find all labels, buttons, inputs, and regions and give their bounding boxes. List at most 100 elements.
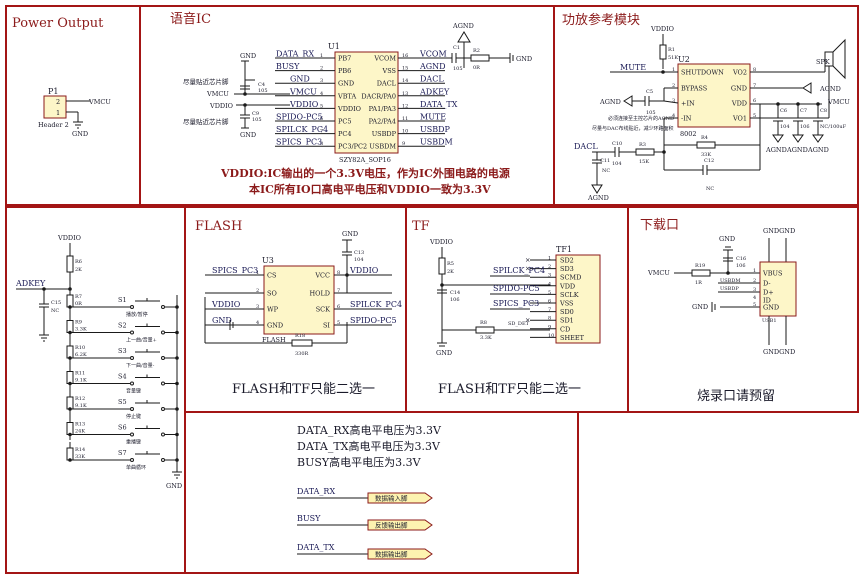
c5-designator: C5 <box>646 89 653 95</box>
c7-designator: C7 <box>800 108 807 114</box>
u2-left-pin-num: 1 <box>672 67 675 73</box>
c6-agnd-icon <box>772 134 784 143</box>
u2-right-pin-num: 5 <box>753 113 756 119</box>
signal-note-rx: DATA_RX高电平电压为3.3V <box>297 423 442 437</box>
c8-designator: C8 <box>820 108 827 114</box>
u3-right-pin-num: 5 <box>337 320 340 326</box>
tf-sd-det: SD_DET <box>508 321 530 327</box>
r2-designator: R2 <box>473 48 480 54</box>
u2-right-pin-num: 6 <box>753 98 756 104</box>
p1-designator: P1 <box>48 87 58 96</box>
tf1-designator: TF1 <box>556 245 572 254</box>
u1-right-pin-name: PA2/PA4 <box>369 118 396 126</box>
key-switch-designator: S6 <box>118 424 127 432</box>
key-row-resistor-value: 0R <box>75 301 82 307</box>
u1-agnd-label: AGND <box>452 22 474 30</box>
key-row-resistor-designator: R14 <box>75 447 85 453</box>
speaker-icon <box>832 38 846 80</box>
signal-port-flag-icon <box>367 492 433 504</box>
signal-port-net: BUSY <box>297 514 321 523</box>
signal-note-tx: DATA_TX高电平电压为3.3V <box>297 439 441 453</box>
c16-designator: C16 <box>736 256 746 262</box>
u1-right-net: ADKEY <box>419 87 450 96</box>
c5-value: 105 <box>646 110 656 116</box>
dl-vmcu-label: VMCU <box>647 269 670 277</box>
r1-resistor <box>659 44 667 60</box>
c16-value: 106 <box>736 263 746 269</box>
dl-gnd-left-label: GND <box>692 303 708 311</box>
c6-designator: C6 <box>780 108 787 114</box>
u1-right-net: MUTE <box>420 113 446 122</box>
key-switch-designator: S2 <box>118 322 127 330</box>
key-row-resistor-designator: R13 <box>75 422 85 428</box>
c14-designator: C14 <box>450 290 460 296</box>
u3-right-net: SPILCK_PC4 <box>350 300 402 309</box>
r5-designator: R5 <box>447 261 454 267</box>
signal-port-flag-label: 数据输出脚 <box>375 550 408 559</box>
u1-right-net: USBDP <box>420 125 451 134</box>
c15-value: NC <box>51 308 59 314</box>
c1-value: 105 <box>453 66 463 72</box>
amp-agnd-right-label: AGND <box>819 85 841 93</box>
c8-value: NC/100uF <box>820 124 847 130</box>
usb1-pin-num: 3 <box>753 287 756 293</box>
key-switch-label: 单曲循环 <box>126 464 146 471</box>
amp-agnd-left-label: AGND <box>599 98 621 106</box>
u3-right-pin-name: HOLD <box>309 290 330 298</box>
key-row-resistor-value: 9.1K <box>75 378 87 384</box>
signal-port-flag-icon <box>367 548 433 560</box>
u3-chip-body <box>263 265 335 335</box>
u2-right-pin-name: GND <box>731 85 747 93</box>
r2-value: 0R <box>473 65 480 71</box>
key-row-resistor-designator: R9 <box>75 320 82 326</box>
key-row-resistor-value: 3.3K <box>75 327 87 333</box>
u1-left-pin-num: 4 <box>320 91 323 97</box>
amp-agnd-label: AGND <box>765 146 787 154</box>
usb1-pin-num: 1 <box>753 268 756 274</box>
tf1-socket-body <box>555 254 601 344</box>
tf1-pin-num: 1 <box>548 256 551 262</box>
u1-gnd2-label: GND <box>240 131 256 139</box>
key-switch-designator: S1 <box>118 296 127 304</box>
agnd-bottom-icon <box>591 184 603 194</box>
u1-left-pin-name: VBTA <box>337 92 356 100</box>
usb1-pin-name: GND <box>763 304 779 312</box>
u1-right-pin-num: 10 <box>402 129 408 135</box>
key-switch-contact-b <box>161 330 165 335</box>
tf-net-spido: SPIDO-PC5 <box>493 284 540 293</box>
c10-designator: C10 <box>612 141 622 147</box>
dl-gndgnd-bottom: GNDGND <box>763 348 795 356</box>
u2-left-pin-num: 2 <box>672 83 675 89</box>
u1-left-pin-num: 8 <box>320 141 323 147</box>
u3-designator: U3 <box>262 256 274 265</box>
r2-resistor <box>470 54 490 62</box>
tf1-pin-num: 3 <box>548 273 551 279</box>
key-row-resistor-designator: R7 <box>75 294 82 300</box>
u3-left-pin-num: 1 <box>256 270 259 276</box>
amp-agnd-label: AGND <box>807 146 829 154</box>
u1-left-pin-num: 1 <box>320 53 323 59</box>
r8-value: 3.3K <box>480 335 492 341</box>
power-output-frame <box>5 5 141 206</box>
signal-port-net: DATA_TX <box>297 543 335 552</box>
key-row-resistor-designator: R10 <box>75 345 85 351</box>
u1-right-pin-num: 11 <box>402 116 408 122</box>
r18-designator: R18 <box>295 333 305 339</box>
r1-value: 51K <box>668 55 678 61</box>
dl-usbdp-net: USBDP <box>720 286 739 292</box>
dl-reserve-note: 烧录口请预留 <box>697 389 775 404</box>
u1-gnd-label: GND <box>240 52 256 60</box>
tf1-pins: SD21SD32SCMD3VDD4SCLK5VSS6SD07SD18CD9SHE… <box>490 256 585 342</box>
u3-left-net: VDDIO <box>211 300 241 309</box>
u2-left-pin-name: +IN <box>681 100 695 108</box>
key-switch-label: 停止键 <box>126 413 141 420</box>
u1-right-pin-num: 15 <box>402 66 408 72</box>
r4-designator: R4 <box>701 135 708 141</box>
u1-left-pin-name: PC3/PC2 <box>338 143 367 151</box>
u1-left-pin-num: 2 <box>320 66 323 72</box>
u2-designator: U2 <box>678 55 690 64</box>
u2-left-pin-name: BYPASS <box>681 85 707 93</box>
